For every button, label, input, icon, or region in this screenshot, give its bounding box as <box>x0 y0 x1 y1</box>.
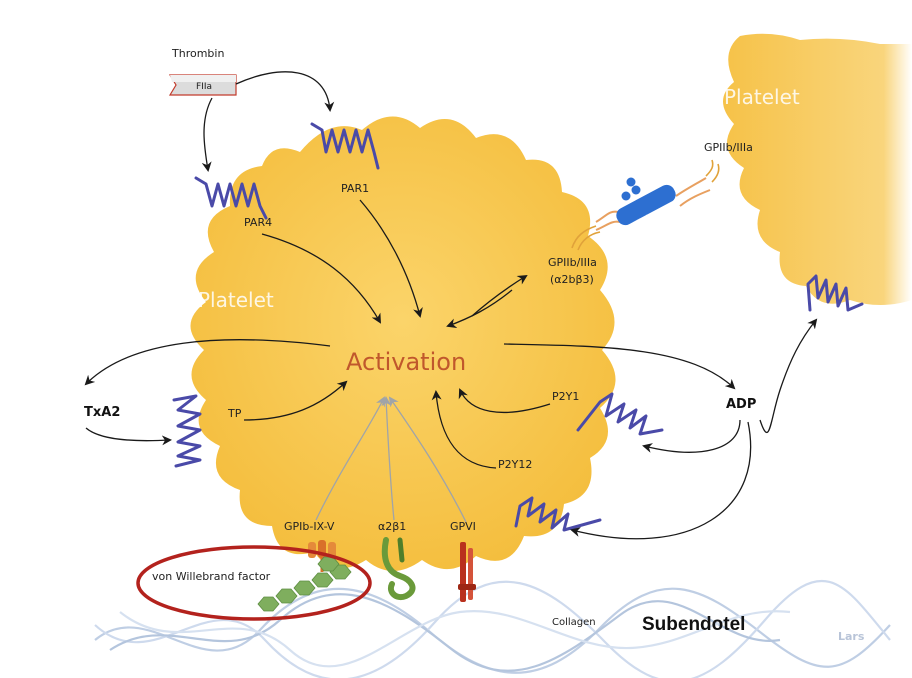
gpib-label: GPIb-IX-V <box>284 520 335 533</box>
arrow-par1-to-activation <box>359 199 423 318</box>
gpiib-main-receptor-icon <box>571 225 601 251</box>
gpvi-receptor-icon <box>458 542 476 602</box>
right-platelet-shape <box>723 33 912 305</box>
vwf-label: von Willebrand factor <box>152 570 271 583</box>
p2y1-label: P2Y1 <box>552 390 579 403</box>
arrow-par4-to-activation <box>261 233 381 324</box>
gpiib-main-label: GPIIb/IIIa <box>548 256 597 269</box>
par1-receptor-icon <box>310 122 380 170</box>
arrow-txa2-to-tp <box>85 427 172 446</box>
vwf-chain <box>257 556 352 612</box>
a2b1-label: α2β1 <box>378 520 406 533</box>
par4-label: PAR4 <box>244 216 272 229</box>
p2y12-label: P2Y12 <box>498 458 532 471</box>
arrow-adp-to-right-platelet <box>759 318 818 434</box>
lars-label: Lars <box>838 630 865 643</box>
arrow-a2b1-to-activation <box>381 396 395 521</box>
gpiib-right-receptor-icon <box>705 159 720 183</box>
tp-label: TP <box>227 407 242 420</box>
thrombin-label: Thrombin <box>171 47 224 60</box>
arrow-tp-to-activation <box>243 380 348 421</box>
arrow-activation-to-gpiib <box>471 274 528 317</box>
tp-receptor-icon <box>172 394 202 468</box>
fiia-tag: FIIa <box>168 74 237 96</box>
arrow-gpvi-to-activation <box>388 396 467 523</box>
arrow-activation-to-txa2 <box>84 339 331 386</box>
arrow-p2y12-to-activation <box>431 390 497 469</box>
adp-label: ADP <box>726 397 756 412</box>
arrow-adp-to-p2y1 <box>642 419 741 453</box>
platelet-right-label: Platelet <box>724 85 800 109</box>
par4-receptor-icon <box>194 176 268 220</box>
gpvi-label: GPVI <box>450 520 476 533</box>
collagen-label: Collagen <box>552 617 596 628</box>
activation-label: Activation <box>346 348 466 376</box>
gpiib-main-sub-label: (α2bβ3) <box>550 273 594 286</box>
platelet-main-label: Platelet <box>198 288 274 312</box>
gpiib-right-label: GPIIb/IIIa <box>704 141 753 154</box>
right-platelet-receptor-icon <box>806 274 864 312</box>
arrow-fiia-to-par4 <box>201 97 213 172</box>
main-platelet-shape <box>190 116 616 571</box>
arrow-gpib-to-activation <box>315 396 385 521</box>
arrow-p2y1-to-activation <box>458 388 551 414</box>
fiia-label: FIIa <box>196 82 212 92</box>
collagen-strands <box>94 579 891 678</box>
arrow-activation-to-adp <box>503 343 736 390</box>
txa2-label: TxA2 <box>84 405 120 420</box>
arrow-fiia-to-par1 <box>235 71 335 112</box>
p2y12-receptor-icon <box>514 496 602 532</box>
fibrinogen-molecule: Fibrinogen <box>595 177 711 231</box>
subendotel-label: Subendotel <box>642 614 745 635</box>
par1-label: PAR1 <box>341 182 369 195</box>
vwf-highlight-ellipse <box>136 545 372 621</box>
arrow-gpiib-to-activation <box>446 289 513 328</box>
arrow-adp-to-p2y12 <box>570 421 752 540</box>
p2y1-receptor-icon <box>576 392 664 436</box>
a2b1-receptor-icon <box>381 537 416 600</box>
